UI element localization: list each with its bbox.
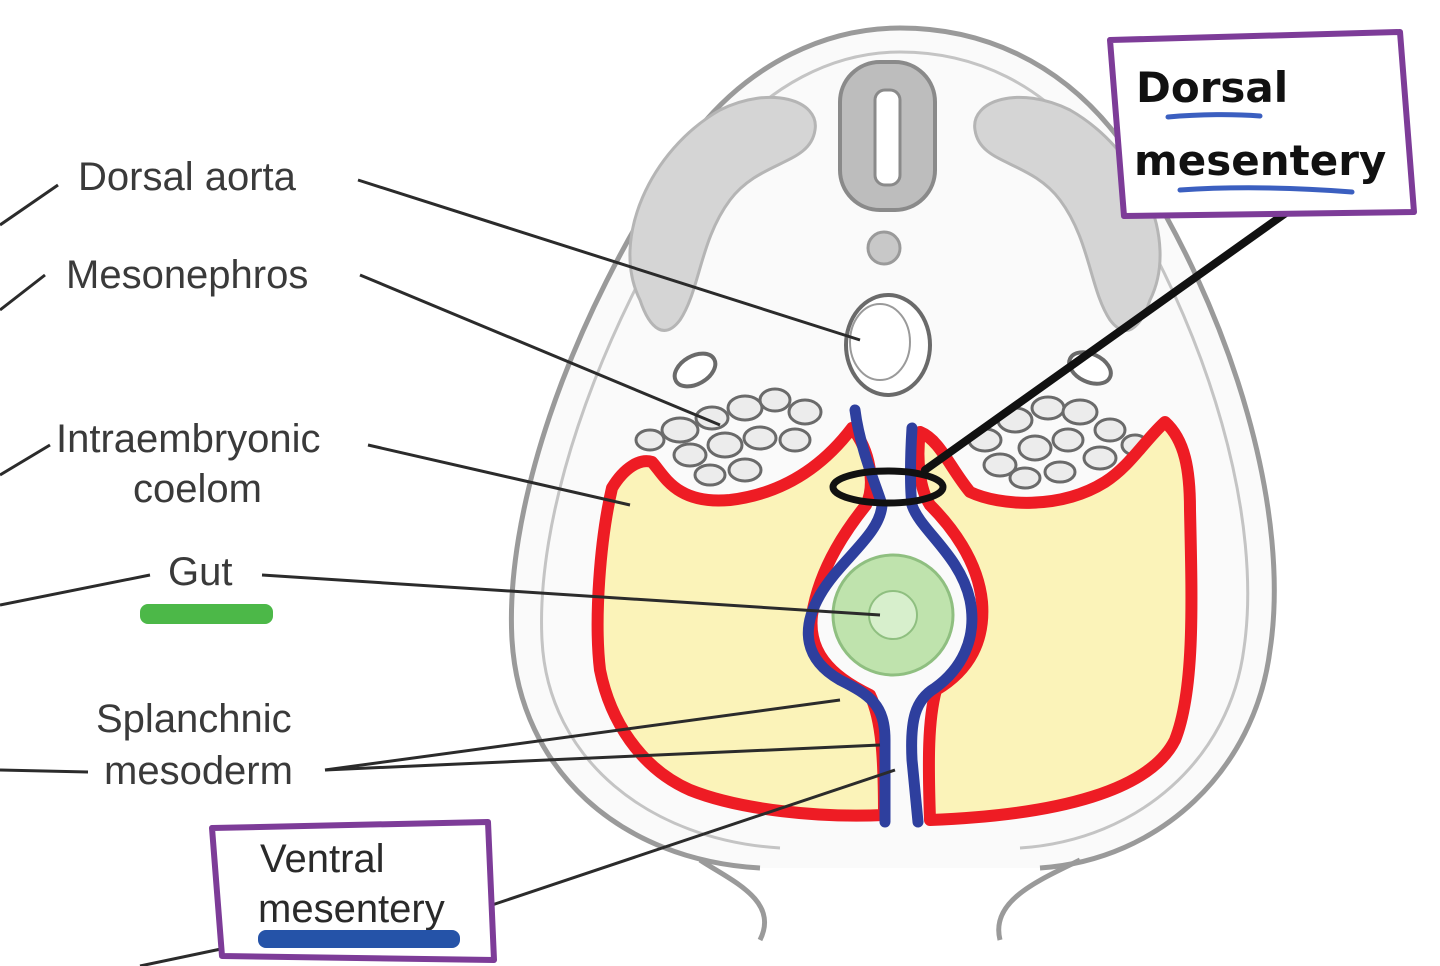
label-intraembryonic-2: coelom [133,467,262,511]
edge-line-2 [0,275,45,310]
neural-canal [875,90,900,185]
label-ventral-mesentery-1: Ventral [260,837,385,881]
edge-line-3 [0,445,50,475]
notochord [868,232,900,264]
edge-line-1 [0,185,58,225]
label-mesonephros: Mesonephros [66,253,308,297]
edge-line-4 [0,575,150,605]
label-splanchnic-1: Splanchnic [96,697,292,741]
left-body-fold [700,860,765,940]
label-dorsal-mesentery-2: mesentery [1134,136,1386,185]
label-dorsal-mesentery-1: Dorsal [1136,63,1288,112]
right-body-fold [999,860,1080,940]
dorsal-underline [1168,115,1260,117]
label-gut: Gut [168,550,232,594]
label-ventral-mesentery-2: mesentery [258,887,445,931]
label-splanchnic-2: mesoderm [104,749,293,793]
gut-color-marker [140,604,273,624]
label-intraembryonic-1: Intraembryonic [56,417,321,461]
edge-line-5 [0,770,88,772]
label-dorsal-aorta: Dorsal aorta [78,155,297,199]
ventral-mesentery-underline [258,930,460,948]
dorsal-aorta-vessel [846,295,930,395]
